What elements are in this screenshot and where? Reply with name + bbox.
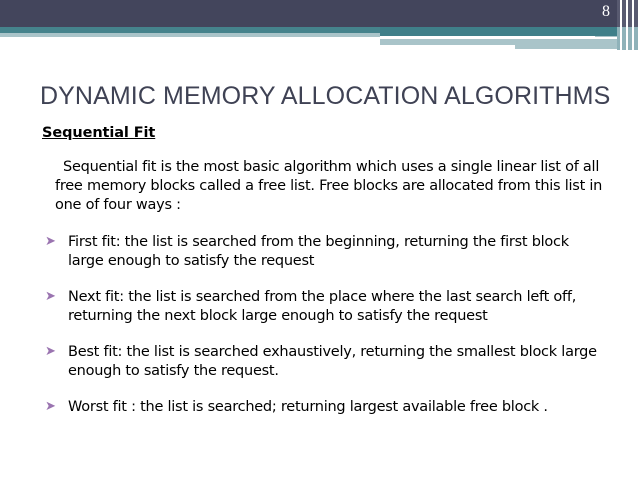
arrow-bullet-icon: ➤ [45,234,56,249]
page-number: 8 [602,3,610,20]
page-title: DYNAMIC MEMORY ALLOCATION ALGORITHMS [40,81,611,110]
header-vertical-tick-3 [632,0,634,50]
list-item: ➤ Best fit: the list is searched exhaust… [42,343,608,381]
list-item: ➤ Next fit: the list is searched from th… [42,288,608,326]
section-heading-sequential-fit: Sequential Fit [42,125,156,141]
header-accent-white-bar-1 [380,36,595,39]
header-accent-light-bar-1 [380,39,638,45]
header-light-band [0,33,638,37]
list-item: ➤ First fit: the list is searched from t… [42,233,608,271]
list-item-text: Worst fit : the list is searched; return… [68,399,548,415]
header-accent-light-bar-2 [515,45,638,49]
header-navy-band [0,0,638,27]
slide-header-decoration: 8 [0,0,638,52]
header-accent-teal-bar [380,27,638,36]
intro-paragraph: Sequential fit is the most basic algorit… [55,159,603,213]
fit-algorithms-list: ➤ First fit: the list is searched from t… [42,233,608,417]
arrow-bullet-icon: ➤ [45,344,56,359]
header-vertical-tick-1 [620,0,622,50]
arrow-bullet-icon: ➤ [45,399,56,414]
list-item-text: Next fit: the list is searched from the … [68,289,577,324]
list-item: ➤ Worst fit : the list is searched; retu… [42,398,608,417]
list-item-text: Best fit: the list is searched exhaustiv… [68,344,597,379]
list-item-text: First fit: the list is searched from the… [68,234,569,269]
header-teal-band [0,27,638,33]
slide-content: Sequential Fit Sequential fit is the mos… [42,124,608,417]
header-accent-white-bar-2 [380,45,515,48]
header-vertical-tick-2 [626,0,628,50]
arrow-bullet-icon: ➤ [45,289,56,304]
